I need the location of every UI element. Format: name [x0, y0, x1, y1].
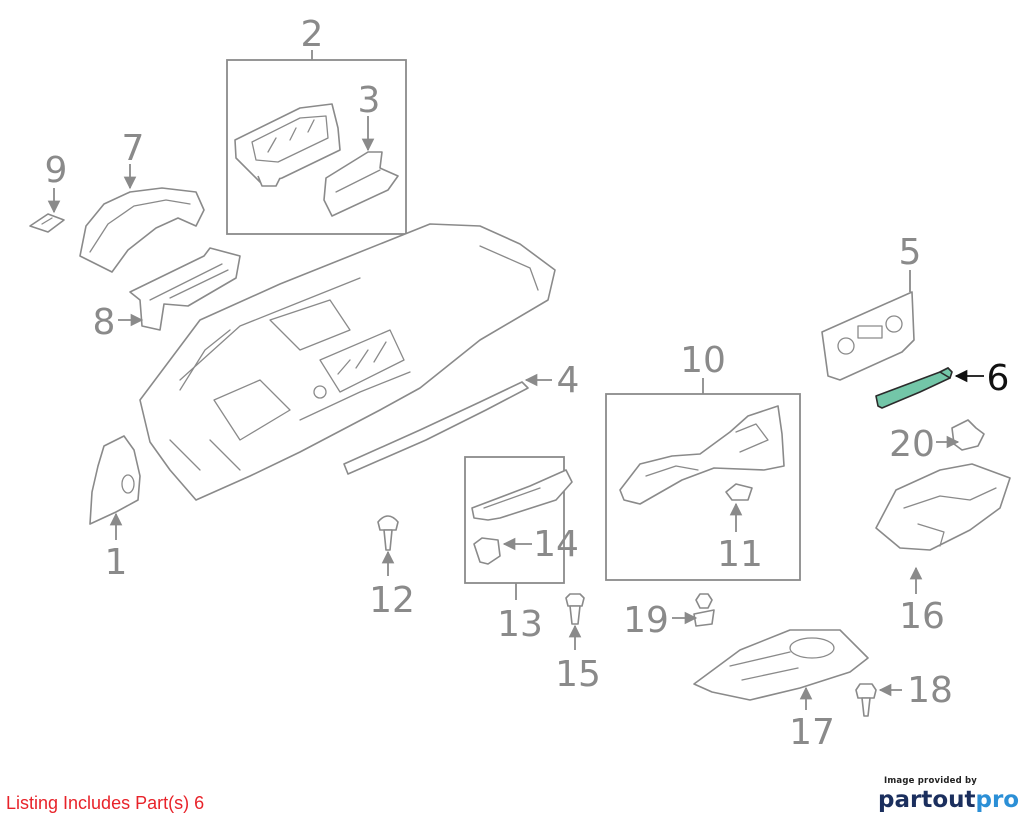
part-1-end-cap: [89, 435, 141, 525]
part-4-trim-strip: [343, 381, 529, 475]
part-16-lower-panel: [875, 463, 1011, 551]
part-2-center-vent: [234, 103, 341, 187]
part-label-17: 17: [789, 712, 835, 753]
part-label-16: 16: [899, 596, 945, 637]
part-label-18: 18: [907, 670, 953, 711]
part-10-console-bracket: [619, 405, 785, 505]
part-label-7: 7: [122, 128, 145, 169]
part-label-20: 20: [889, 424, 935, 465]
part-18-bolt: [855, 683, 877, 717]
part-label-5: 5: [899, 232, 922, 273]
brand-pro-text: pro: [975, 787, 1020, 813]
part-label-9: 9: [45, 150, 68, 191]
part-15-bolt: [565, 593, 585, 625]
part-label-6: 6: [987, 358, 1010, 399]
part-9-clip: [29, 213, 65, 233]
part-label-1: 1: [105, 542, 128, 583]
part-label-14: 14: [533, 524, 579, 565]
part-labels: 1 2 3 4 5 6 7 8 9 10 11 12 13 14 15 16 1…: [45, 14, 1010, 753]
part-3-vent-seal: [323, 151, 399, 217]
leader-lines: [47, 50, 984, 710]
part-11-clip: [725, 483, 753, 501]
group-box-2: [226, 59, 407, 235]
part-13-bracket: [471, 469, 573, 521]
part-label-13: 13: [497, 604, 543, 645]
part-label-15: 15: [555, 654, 601, 695]
part-label-11: 11: [717, 534, 763, 575]
part-7-cluster-hood: [79, 187, 205, 273]
image-credit: Image provided by partoutpro: [878, 776, 1019, 814]
brand-part-text: partout: [878, 787, 976, 813]
part-label-12: 12: [369, 580, 415, 621]
part-5-control-panel: [821, 291, 915, 381]
part-17-under-cover: [693, 629, 869, 701]
listing-includes-text: Listing Includes Part(s) 6: [6, 793, 205, 813]
part-label-10: 10: [680, 340, 726, 381]
image-provided-by-text: Image provided by: [884, 776, 978, 786]
group-box-13: [464, 456, 565, 584]
part-label-19: 19: [623, 600, 669, 641]
part-label-8: 8: [93, 302, 116, 343]
dashboard-main: [139, 223, 556, 501]
part-label-4: 4: [557, 360, 580, 401]
partoutpro-logo: partoutpro: [878, 786, 1019, 814]
part-12-screw: [377, 515, 399, 551]
part-6-trim-bracket: [875, 367, 953, 409]
part-19-push-pin: [693, 593, 715, 627]
part-20-bracket: [951, 419, 985, 451]
part-label-3: 3: [358, 80, 381, 121]
part-14-clip: [473, 537, 501, 565]
part-label-2: 2: [301, 14, 324, 55]
